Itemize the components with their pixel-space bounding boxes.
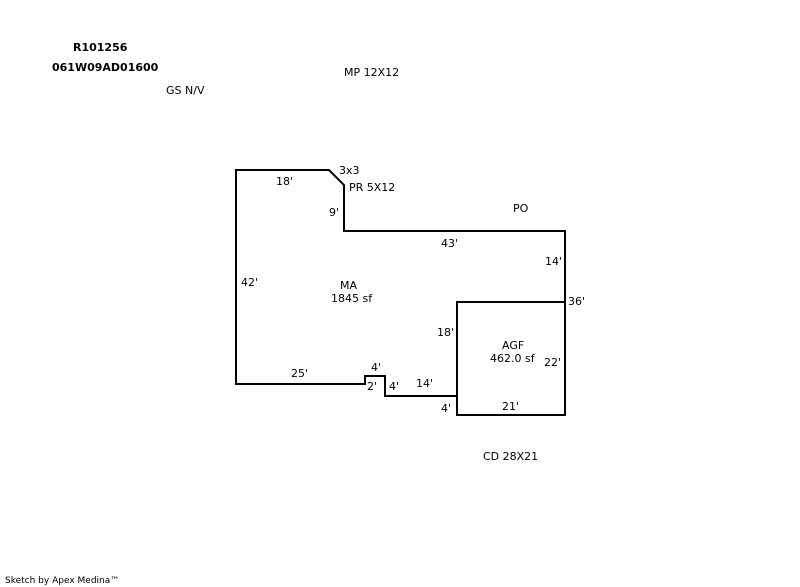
ma-outline	[235, 169, 566, 397]
dim-agf-left-lower: 4'	[441, 402, 451, 415]
note-po: PO	[513, 202, 529, 215]
dim-agf-left: 18'	[437, 326, 454, 339]
ma-area-size: 1845 sf	[331, 292, 373, 305]
ma-area-code: MA	[340, 279, 357, 292]
account-number: 061W09AD01600	[52, 61, 159, 74]
parcel-id: R101256	[73, 41, 128, 54]
dim-ma-lower: 14'	[416, 377, 433, 390]
dim-ma-top: 18'	[276, 175, 293, 188]
agf-outline	[456, 301, 566, 416]
dim-ma-upper: 43'	[441, 237, 458, 250]
dim-ma-right-total: 36'	[568, 295, 585, 308]
dim-ma-left: 42'	[241, 276, 258, 289]
note-cd: CD 28X21	[483, 450, 538, 463]
dim-ma-notch: 9'	[329, 206, 339, 219]
sketch-credit: Sketch by Apex Medina™	[5, 576, 119, 586]
note-mp: MP 12X12	[344, 66, 399, 79]
dim-step-top: 4'	[371, 361, 381, 374]
dim-corner: 3x3	[339, 164, 360, 177]
note-gs: GS N/V	[166, 84, 205, 97]
dim-agf-right: 22'	[544, 356, 561, 369]
dim-step-bottom: 4'	[389, 380, 399, 393]
agf-area-size: 462.0 sf	[490, 352, 536, 365]
dim-ma-right: 14'	[545, 255, 562, 268]
agf-area-code: AGF	[502, 339, 524, 352]
dim-step-side: 2'	[367, 380, 377, 393]
note-pr: PR 5X12	[349, 181, 395, 194]
dim-ma-bottom: 25'	[291, 367, 308, 380]
dim-agf-bottom: 21'	[502, 400, 519, 413]
